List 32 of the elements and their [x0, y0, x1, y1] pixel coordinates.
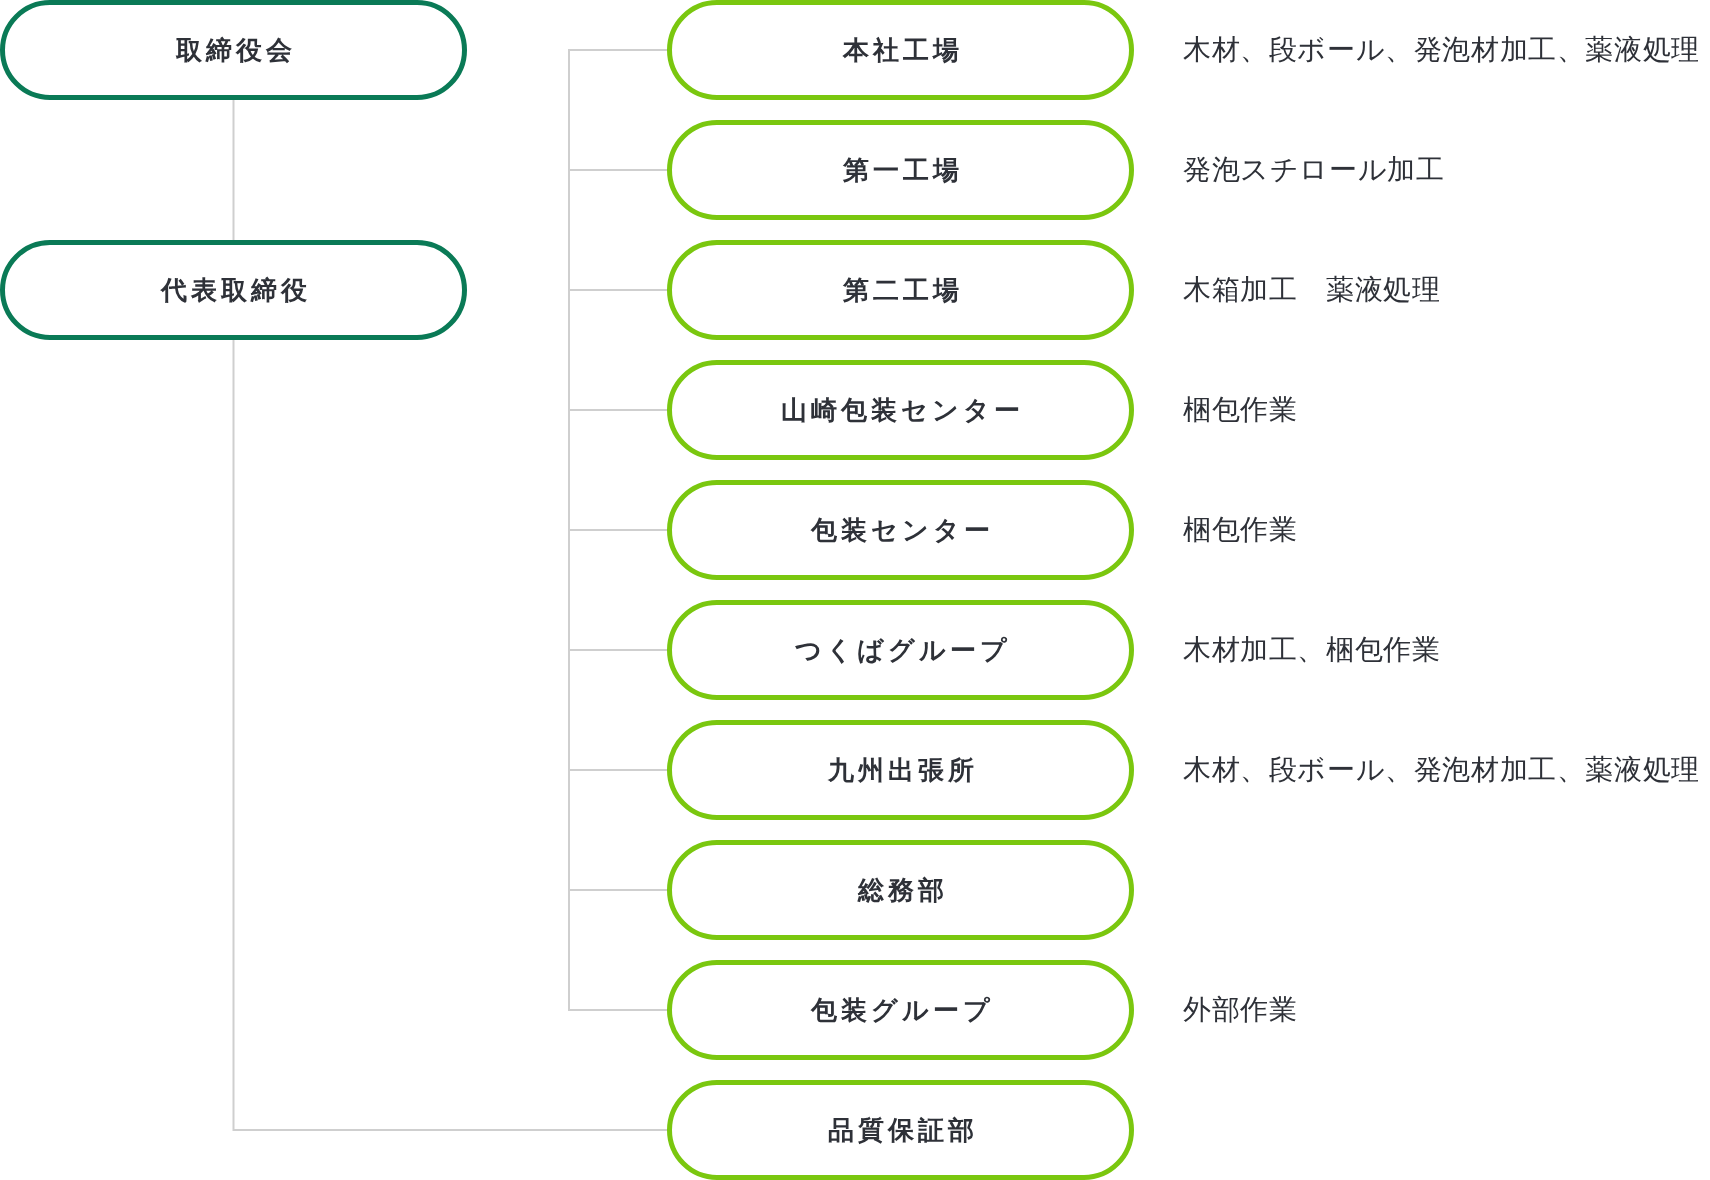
description-text: 木箱加工 薬液処理: [1183, 276, 1441, 304]
description-text: 木材、段ボール、発泡材加工、薬液処理: [1183, 36, 1700, 64]
org-box: 包装センター: [667, 480, 1134, 580]
org-box: 取締役会: [0, 0, 467, 100]
connector-line: [568, 529, 668, 531]
org-box: 第一工場: [667, 120, 1134, 220]
org-box: 品質保証部: [667, 1080, 1134, 1180]
connector-line: [568, 889, 668, 891]
connector-line: [568, 169, 668, 171]
org-box: 山崎包装センター: [667, 360, 1134, 460]
description-text: 梱包作業: [1183, 516, 1298, 544]
description-text: 木材加工、梱包作業: [1183, 636, 1441, 664]
connector-line: [232, 99, 235, 241]
org-box: 包装グループ: [667, 960, 1134, 1060]
description-text: 梱包作業: [1183, 396, 1298, 424]
connector-line: [568, 1009, 668, 1011]
connector-line: [568, 769, 668, 771]
description-text: 外部作業: [1183, 996, 1298, 1024]
org-box: 総務部: [667, 840, 1134, 940]
connector-line: [568, 48, 570, 1012]
org-box: つくばグループ: [667, 600, 1134, 700]
org-box: 九州出張所: [667, 720, 1134, 820]
org-box: 第二工場: [667, 240, 1134, 340]
connector-line: [568, 289, 668, 291]
connector-line: [568, 649, 668, 651]
description-text: 木材、段ボール、発泡材加工、薬液処理: [1183, 756, 1700, 784]
connector-line: [568, 409, 668, 411]
org-box: 代表取締役: [0, 240, 467, 340]
connector-line: [568, 49, 668, 51]
org-box: 本社工場: [667, 0, 1134, 100]
description-text: 発泡スチロール加工: [1183, 156, 1445, 184]
connector-line: [232, 339, 668, 1131]
